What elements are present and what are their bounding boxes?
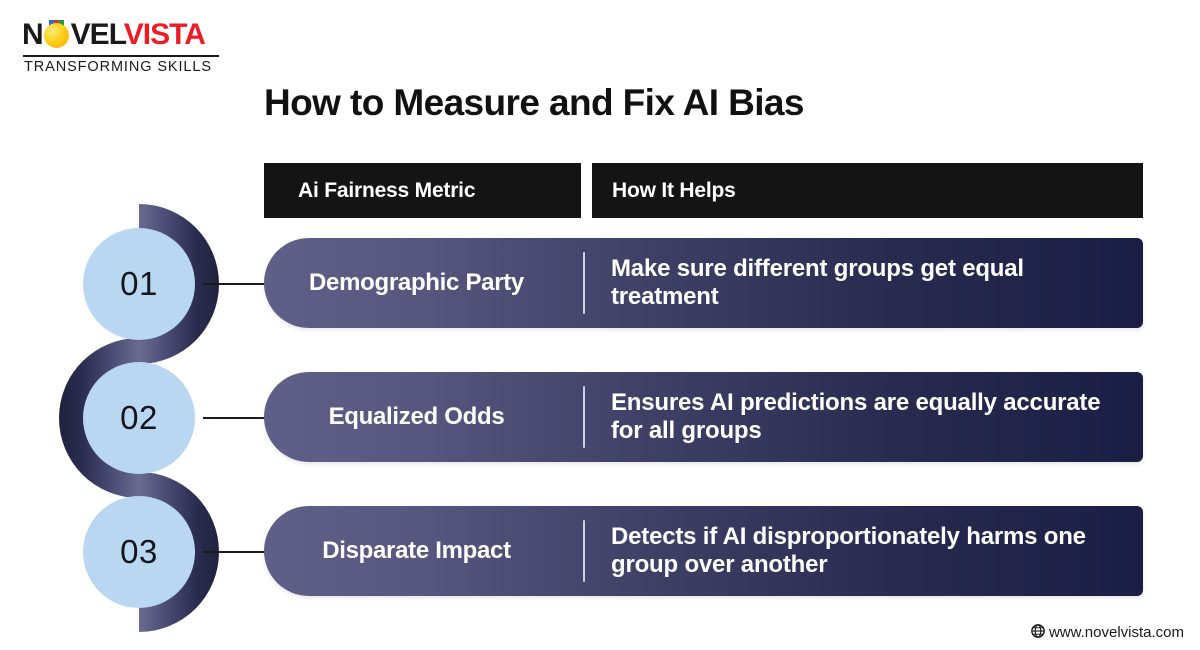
step-number-circle: 02 xyxy=(83,362,195,474)
column-header-metric: Ai Fairness Metric xyxy=(264,163,581,218)
lightbulb-icon xyxy=(43,20,70,48)
connector-line xyxy=(203,417,265,419)
lightbulb-globe xyxy=(43,23,69,48)
globe-icon xyxy=(1031,624,1045,641)
logo-text-vista: VISTA xyxy=(123,18,206,51)
logo-tagline: TRANSFORMING SKILLS xyxy=(24,59,212,75)
footer-website[interactable]: www.novelvista.com xyxy=(1031,624,1184,641)
row-metric-label: Equalized Odds xyxy=(328,403,505,430)
row-description: Ensures AI predictions are equally accur… xyxy=(611,389,1101,444)
page-title: How to Measure and Fix AI Bias xyxy=(264,82,804,123)
row-metric-label: Demographic Party xyxy=(309,269,524,296)
connector-line xyxy=(203,551,265,553)
column-header-helps: How It Helps xyxy=(592,163,1143,218)
row-divider xyxy=(583,520,585,582)
footer-url-text: www.novelvista.com xyxy=(1048,624,1184,641)
row-divider xyxy=(583,252,585,314)
novelvista-logo: N VELVISTA TRANSFORMING SKILLS xyxy=(22,18,232,76)
row-divider xyxy=(583,386,585,448)
logo-wordmark: N VELVISTA xyxy=(22,18,206,52)
step-number-circle: 03 xyxy=(83,496,195,608)
step-number-circle: 01 xyxy=(83,228,195,340)
table-row: Disparate Impact Detects if AI dispropor… xyxy=(264,506,1143,596)
logo-text-n: N xyxy=(22,18,44,51)
connector-line xyxy=(203,283,265,285)
logo-text-vel: VEL xyxy=(70,18,125,51)
table-row: Equalized Odds Ensures AI predictions ar… xyxy=(264,372,1143,462)
table-row: Demographic Party Make sure different gr… xyxy=(264,238,1143,328)
row-description: Detects if AI disproportionately harms o… xyxy=(611,523,1086,578)
logo-divider-rule xyxy=(23,55,219,57)
row-description: Make sure different groups get equal tre… xyxy=(611,255,1024,310)
row-metric-label: Disparate Impact xyxy=(322,537,511,564)
